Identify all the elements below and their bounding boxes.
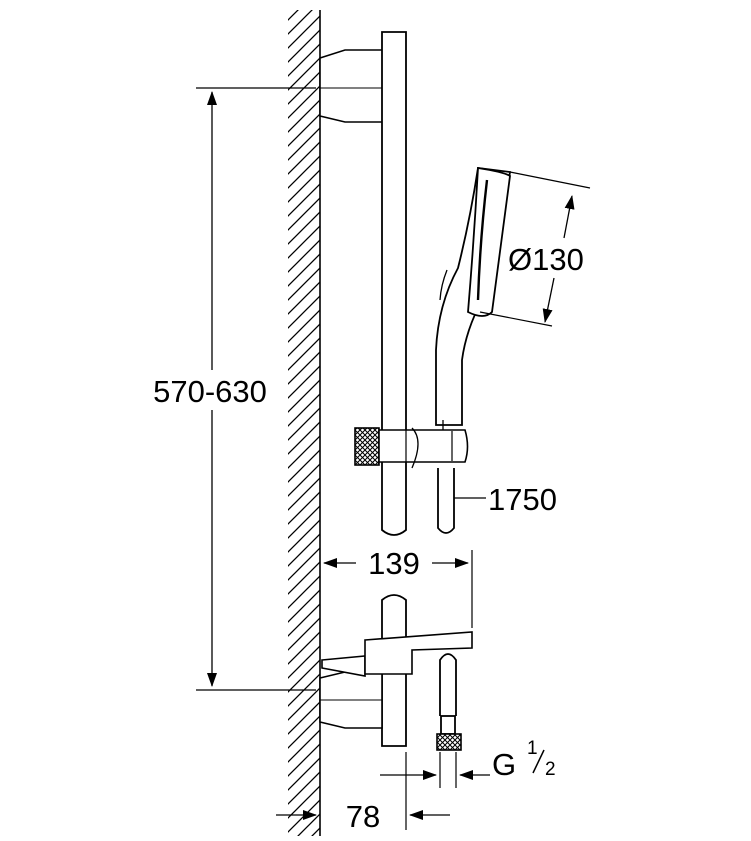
dimension-connection-thread: G 1 2	[380, 738, 556, 788]
slider-holder	[354, 427, 469, 469]
rail-height-label: 570-630	[153, 374, 267, 409]
hose-upper	[437, 468, 455, 534]
hand-shower	[435, 166, 512, 432]
lower-wall-bracket	[319, 671, 383, 729]
holder-depth-label: 139	[368, 546, 420, 581]
wall	[288, 10, 321, 836]
hose-nut-knurled	[436, 733, 462, 751]
dimension-wall-offset: 78	[276, 752, 450, 834]
wall-connection-elbow	[321, 631, 473, 677]
dimension-holder-depth: 139	[323, 546, 473, 628]
wall-hatching	[288, 10, 320, 836]
connection-thread-label: G	[492, 747, 516, 782]
wall-offset-label: 78	[346, 799, 380, 834]
connection-thread-denominator: 2	[545, 759, 556, 780]
connection-thread-numerator: 1	[527, 738, 538, 759]
shower-rail-upper	[381, 31, 407, 536]
head-diameter-label: Ø130	[508, 242, 584, 277]
dimension-rail-height: 570-630	[153, 87, 316, 691]
dimension-head-diameter: Ø130	[479, 171, 591, 327]
hose-lower	[439, 653, 457, 735]
hose-length-label: 1750	[488, 482, 557, 517]
dimension-hose-length: 1750	[454, 482, 557, 517]
knurled-knob	[354, 427, 380, 466]
